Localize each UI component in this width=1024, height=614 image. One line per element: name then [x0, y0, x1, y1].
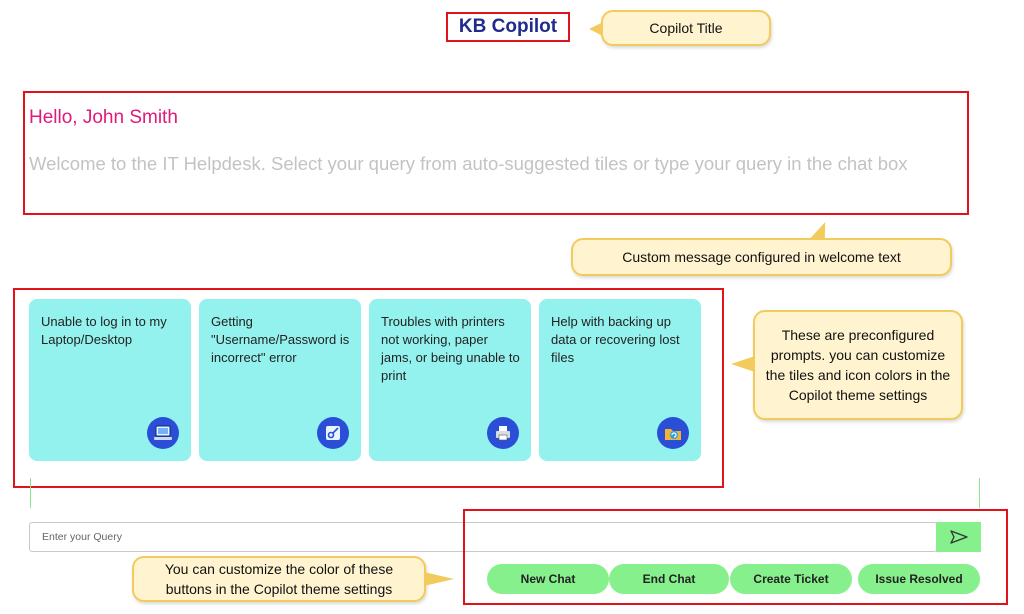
prompt-tile-printer[interactable]: Troubles with printers not working, pape…	[369, 299, 531, 461]
callout-buttons-text: You can customize the color of these but…	[164, 561, 394, 597]
key-icon	[317, 417, 349, 449]
callout-title-annotation: Copilot Title	[589, 10, 771, 46]
greeting-text: Hello, John Smith	[29, 107, 178, 128]
end-chat-button[interactable]: End Chat	[609, 564, 729, 594]
welcome-message: Welcome to the IT Helpdesk. Select your …	[29, 153, 908, 174]
tile-label: Troubles with printers not working, pape…	[381, 314, 520, 383]
callout-welcome-annotation: Custom message configured in welcome tex…	[571, 222, 952, 276]
callout-tiles-text: These are preconfigured prompts. you can…	[765, 327, 951, 403]
callout-buttons-annotation: You can customize the color of these but…	[132, 556, 454, 602]
prompt-tile-password[interactable]: Getting "Username/Password is incorrect"…	[199, 299, 361, 461]
callout-pointer	[808, 222, 834, 240]
callout-tiles-annotation: These are preconfigured prompts. you can…	[731, 310, 963, 420]
callout-title-text: Copilot Title	[649, 20, 723, 36]
new-chat-button[interactable]: New Chat	[487, 564, 609, 594]
tiles-highlight-box	[13, 288, 724, 488]
send-icon	[949, 530, 968, 544]
buttons-highlight-box	[463, 509, 1008, 605]
title-highlight-box	[446, 12, 570, 42]
tile-label: Getting "Username/Password is incorrect"…	[211, 314, 350, 365]
divider	[30, 478, 31, 508]
folder-backup-icon	[657, 417, 689, 449]
welcome-highlight-box	[23, 91, 969, 215]
callout-pointer	[424, 572, 454, 586]
query-input[interactable]	[29, 522, 937, 552]
issue-resolved-button[interactable]: Issue Resolved	[858, 564, 980, 594]
tile-label: Help with backing up data or recovering …	[551, 314, 680, 365]
create-ticket-button[interactable]: Create Ticket	[730, 564, 852, 594]
tile-label: Unable to log in to my Laptop/Desktop	[41, 314, 167, 347]
callout-pointer	[731, 356, 755, 372]
page-title: KB Copilot	[458, 16, 558, 37]
prompt-tile-login[interactable]: Unable to log in to my Laptop/Desktop	[29, 299, 191, 461]
callout-pointer	[589, 22, 603, 36]
send-button[interactable]	[936, 522, 981, 552]
prompt-tile-backup[interactable]: Help with backing up data or recovering …	[539, 299, 701, 461]
laptop-icon	[147, 417, 179, 449]
printer-icon	[487, 417, 519, 449]
divider	[979, 478, 980, 508]
callout-welcome-text: Custom message configured in welcome tex…	[622, 249, 901, 265]
